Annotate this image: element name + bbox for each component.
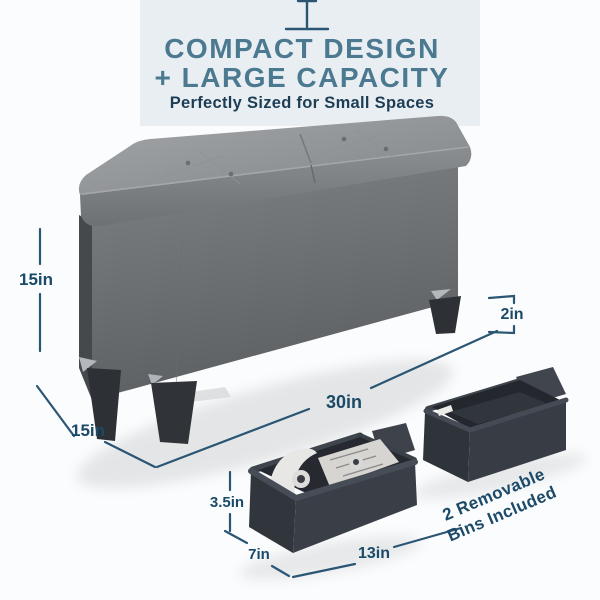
ottoman-foot-middle bbox=[151, 381, 197, 444]
dim-leg-bracket-bottom bbox=[487, 324, 516, 335]
lid-seam-front bbox=[310, 164, 316, 184]
dim-leg-label: 2in bbox=[500, 306, 523, 323]
ottoman-foot-right bbox=[429, 296, 461, 334]
dim-bin-depth-label: 7in bbox=[248, 546, 270, 563]
bin-left-right-face bbox=[293, 462, 417, 553]
dim-bin-depth-line-right bbox=[270, 564, 291, 578]
bin-right bbox=[423, 367, 569, 482]
dim-depth-line-left bbox=[35, 384, 76, 438]
dim-bin-width: 13in bbox=[291, 526, 463, 579]
header-band bbox=[140, 0, 480, 126]
dim-bin-depth: 7in bbox=[223, 529, 291, 578]
lid-seam-top bbox=[299, 133, 312, 164]
dim-leg-bracket-top bbox=[487, 294, 516, 305]
ottoman-lid-top bbox=[78, 115, 470, 195]
dim-width-line-left bbox=[155, 407, 311, 469]
dim-depth-label: 15in bbox=[71, 421, 105, 440]
subtitle: Perfectly Sized for Small Spaces bbox=[170, 94, 435, 112]
dim-bin-depth-line-left bbox=[223, 529, 249, 545]
lid-edge-highlight bbox=[81, 146, 469, 195]
headline-line1: COMPACT DESIGN bbox=[164, 33, 440, 64]
bin-left-shadow bbox=[239, 536, 421, 580]
bin-right-right-face bbox=[468, 401, 566, 482]
ottoman-underside-highlight bbox=[185, 387, 231, 402]
dim-bin-width-line-right bbox=[392, 526, 463, 549]
corner-protector-right bbox=[431, 289, 451, 300]
bin-left-front-rim bbox=[248, 459, 418, 502]
ottoman-lid-edge bbox=[80, 147, 472, 227]
dim-height: 15in bbox=[19, 227, 53, 353]
corner-protector-left bbox=[79, 357, 97, 372]
ottoman-illustration bbox=[78, 115, 472, 444]
dim-height-label: 15in bbox=[19, 270, 53, 289]
ottoman-left-side bbox=[79, 215, 92, 400]
dim-leg-height: 2in bbox=[487, 294, 524, 335]
dim-width-line-right bbox=[369, 329, 499, 390]
magazines bbox=[268, 439, 399, 496]
bin-right-front-face bbox=[423, 412, 470, 482]
bin-right-front-rim bbox=[423, 397, 569, 433]
height-measure-icon bbox=[284, 0, 330, 31]
ottoman-foot-left bbox=[87, 368, 121, 441]
rolled-sheet bbox=[268, 448, 317, 496]
dim-width: 30in bbox=[155, 329, 499, 469]
rolled-magazine-core bbox=[297, 475, 305, 483]
dim-bin-width-label: 13in bbox=[358, 545, 390, 562]
rolled-magazine-core-2 bbox=[353, 459, 359, 465]
bin-right-floor bbox=[450, 392, 548, 424]
bin-left bbox=[248, 423, 418, 553]
bin-label-tag bbox=[437, 405, 453, 416]
ottoman-body bbox=[92, 165, 458, 400]
lid-tufting-creases bbox=[153, 129, 395, 185]
dim-bin-height: 3.5in bbox=[210, 470, 244, 533]
dim-depth-line-right bbox=[103, 440, 157, 469]
bin-right-shadow bbox=[413, 453, 587, 499]
dim-bin-width-line-left bbox=[291, 562, 357, 579]
dim-depth: 15in bbox=[35, 384, 157, 469]
ottoman-body-seam bbox=[175, 239, 183, 393]
headline-line2: + LARGE CAPACITY bbox=[155, 62, 450, 93]
dim-bin-height-label: 3.5in bbox=[210, 494, 244, 511]
ottoman-shadow bbox=[77, 360, 453, 488]
lid-tufting-buttons bbox=[185, 136, 389, 177]
corner-protector-mid bbox=[148, 374, 163, 385]
dim-width-label: 30in bbox=[326, 392, 362, 412]
